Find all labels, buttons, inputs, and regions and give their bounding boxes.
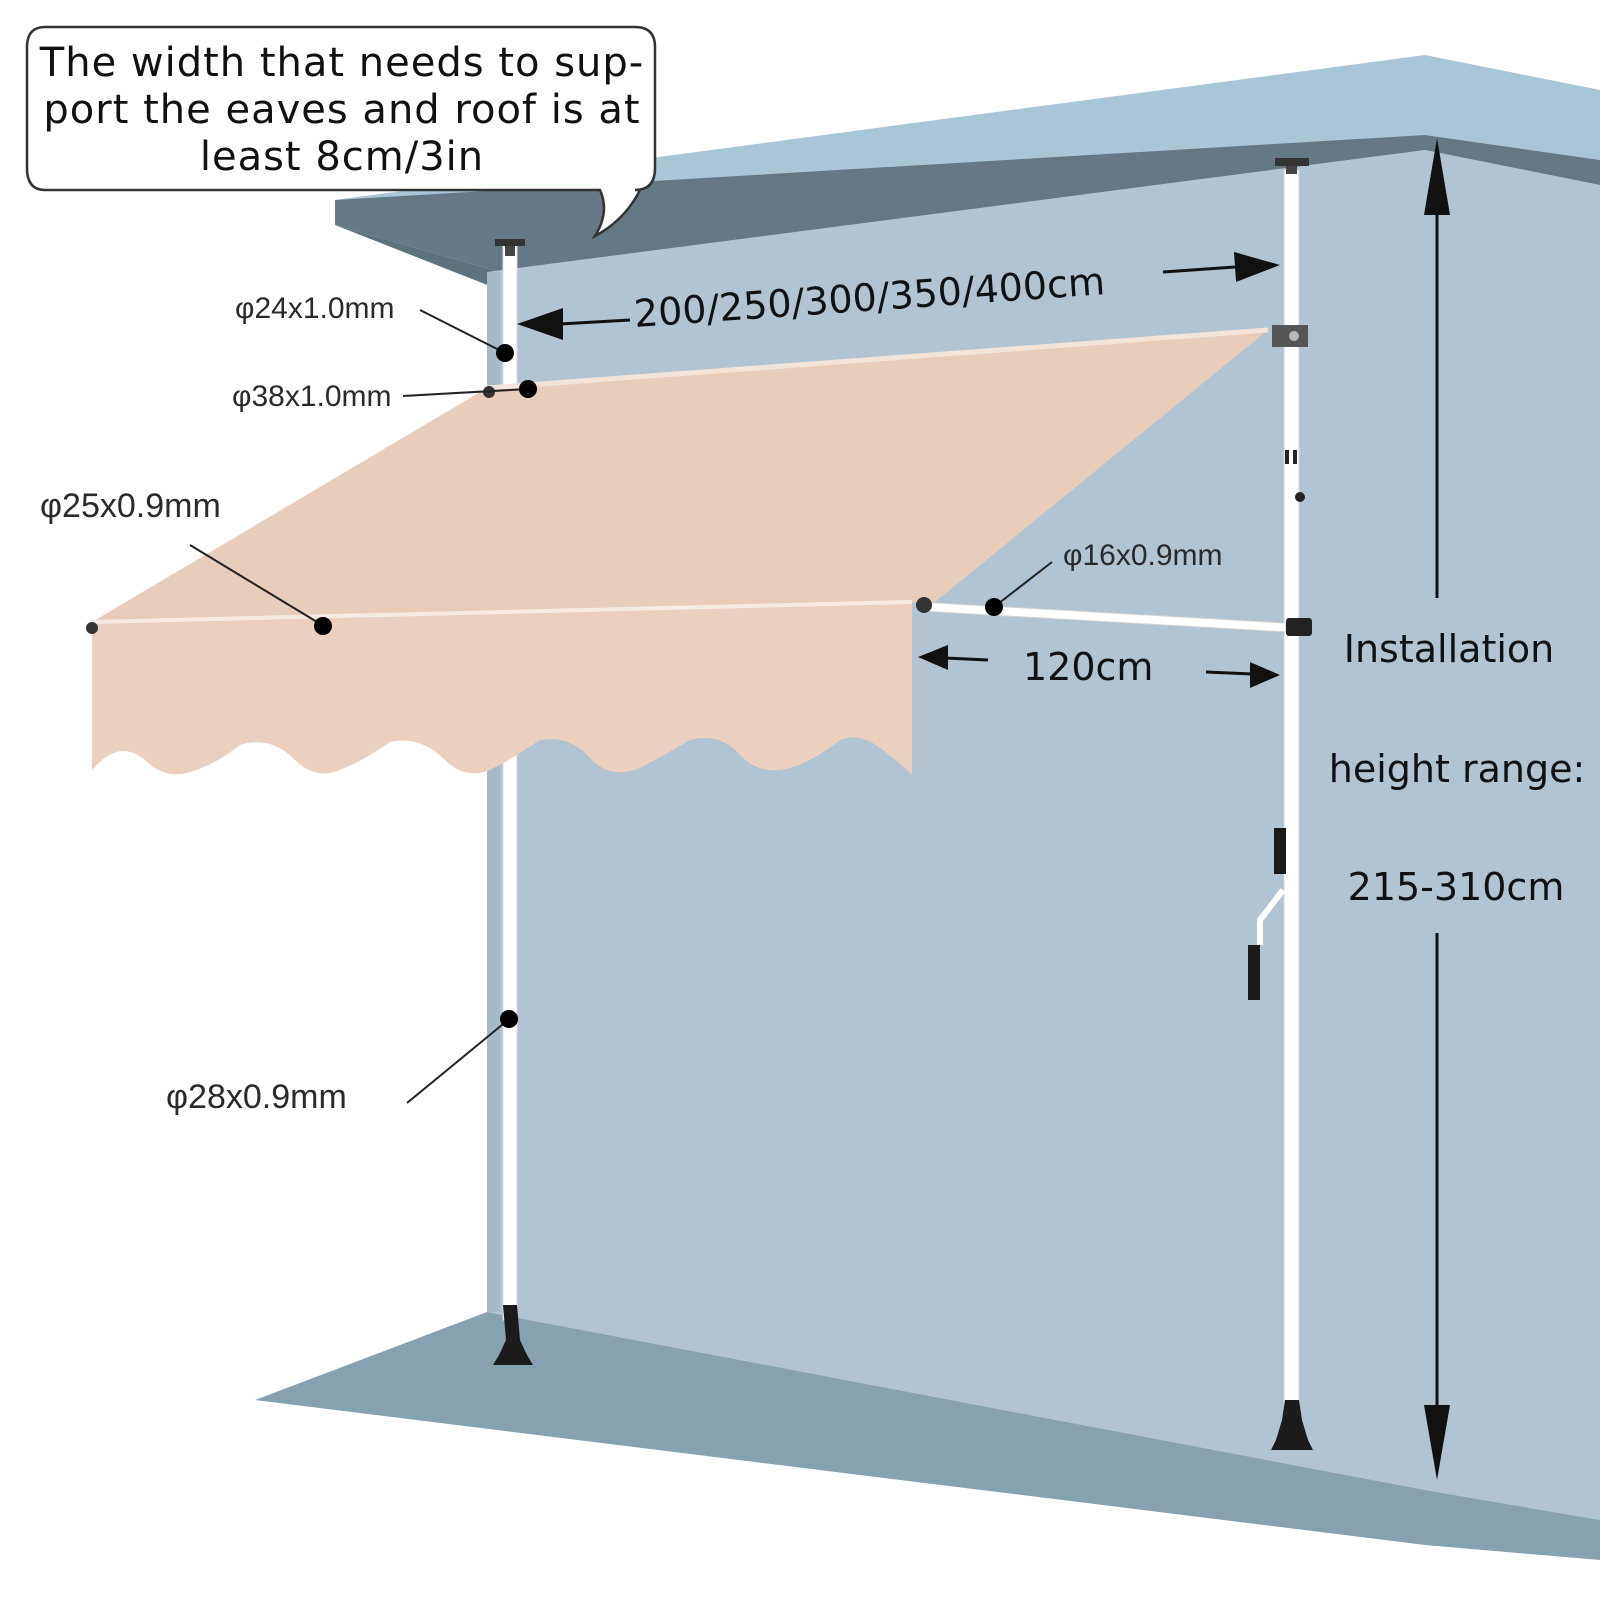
spec-main-pole: φ28x0.9mm	[166, 1078, 347, 1116]
arm-end-cap	[1286, 618, 1312, 636]
callout-bubble	[25, 25, 657, 240]
front-bar-right-cap	[916, 597, 932, 613]
callout-line-2: port the eaves and roof is at	[43, 87, 640, 133]
projection-arrow-left-shaft	[944, 656, 989, 662]
front-bar-left-cap	[86, 622, 98, 634]
leader-roller	[402, 388, 529, 397]
spec-roller: φ38x1.0mm	[232, 380, 392, 413]
leader-main-pole	[406, 1019, 509, 1104]
awning-canopy	[92, 330, 1268, 622]
crank-holder	[1274, 828, 1286, 874]
leader-front-bar	[189, 544, 323, 626]
marker-top-pole	[496, 344, 514, 362]
leader-top-pole	[419, 309, 506, 354]
right-top-cap	[1275, 158, 1309, 166]
projection-dimension: 120cm	[1023, 645, 1153, 689]
width-arrow-right-head	[1234, 252, 1280, 282]
right-clip-1	[1285, 450, 1289, 464]
right-foot	[1271, 1400, 1313, 1450]
projection-arrow-right-shaft	[1205, 670, 1253, 676]
left-top-cap	[495, 239, 525, 246]
spec-top-pole: φ24x1.0mm	[235, 292, 395, 325]
width-arrow-left-shaft	[559, 318, 631, 326]
height-label-line-3: 215-310cm	[1348, 865, 1565, 909]
right-clip-2	[1293, 450, 1297, 464]
right-top-cap-stem	[1286, 166, 1297, 174]
height-label-line-1: Installation	[1344, 627, 1554, 671]
left-foot	[493, 1305, 533, 1365]
front-bar	[91, 600, 913, 624]
width-arrow-left-head	[517, 308, 563, 340]
height-arrow-top-head	[1424, 138, 1450, 215]
marker-main-pole	[500, 1010, 518, 1028]
awning-valance	[92, 602, 912, 775]
width-arrow-right-shaft	[1162, 265, 1236, 274]
height-arrow-bottom-head	[1424, 1405, 1450, 1480]
callout-line-1: The width that needs to sup-	[39, 40, 644, 86]
right-pole	[1283, 169, 1300, 1416]
leader-arm	[993, 561, 1053, 608]
projection-arrow-left-head	[918, 645, 948, 670]
crank-grip	[1248, 945, 1260, 1000]
right-knob	[1295, 492, 1305, 502]
height-label-line-2: height range:	[1329, 747, 1586, 791]
crank-handle	[1257, 888, 1286, 945]
marker-front-bar	[314, 617, 332, 635]
spec-front-bar: φ25x0.9mm	[40, 487, 221, 525]
spec-arm: φ16x0.9mm	[1063, 539, 1223, 572]
ceiling-front-face	[335, 135, 1600, 272]
roller-tube	[486, 327, 1269, 391]
marker-arm	[985, 598, 1003, 616]
marker-roller	[519, 380, 537, 398]
projection-arrow-right-head	[1250, 662, 1280, 688]
left-top-cap-stem	[505, 246, 515, 256]
callout-line-3: least 8cm/3in	[200, 134, 484, 180]
right-bracket-bolt	[1289, 331, 1299, 341]
floor	[255, 1312, 1600, 1560]
